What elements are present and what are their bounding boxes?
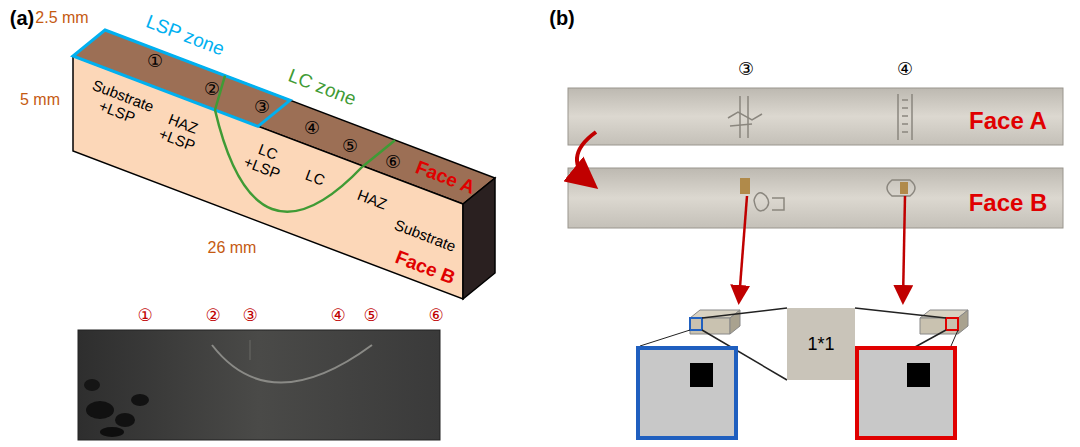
figure-label: ①	[147, 52, 163, 72]
figure-label: ④	[304, 119, 320, 139]
figure-label: Face A	[969, 108, 1047, 134]
figure-label: Face B	[969, 190, 1048, 216]
figure-label: 26 mm	[208, 239, 257, 257]
figure-label: 2.5 mm	[35, 9, 88, 27]
square-label: 1*1	[807, 334, 834, 355]
figure-label: ⑤	[342, 137, 358, 157]
figure-label: 5 mm	[20, 91, 60, 109]
figure-label: ⑥	[428, 307, 443, 326]
figure-label: ③	[738, 60, 754, 80]
figure-label: ④	[897, 60, 913, 80]
figure-label: ③	[254, 98, 270, 118]
figure-label: ④	[330, 307, 345, 326]
figure-label: (a)	[10, 7, 34, 29]
figure-label: (b)	[549, 7, 575, 29]
figure-label: ③	[242, 307, 257, 326]
figure-label: ②	[204, 80, 220, 100]
scale-square: 1*1	[787, 308, 855, 380]
figure-label: ②	[205, 307, 220, 326]
figure-label: ①	[137, 307, 152, 326]
figure-label: ⑤	[363, 307, 378, 326]
figure-label: ⑥	[385, 153, 401, 173]
